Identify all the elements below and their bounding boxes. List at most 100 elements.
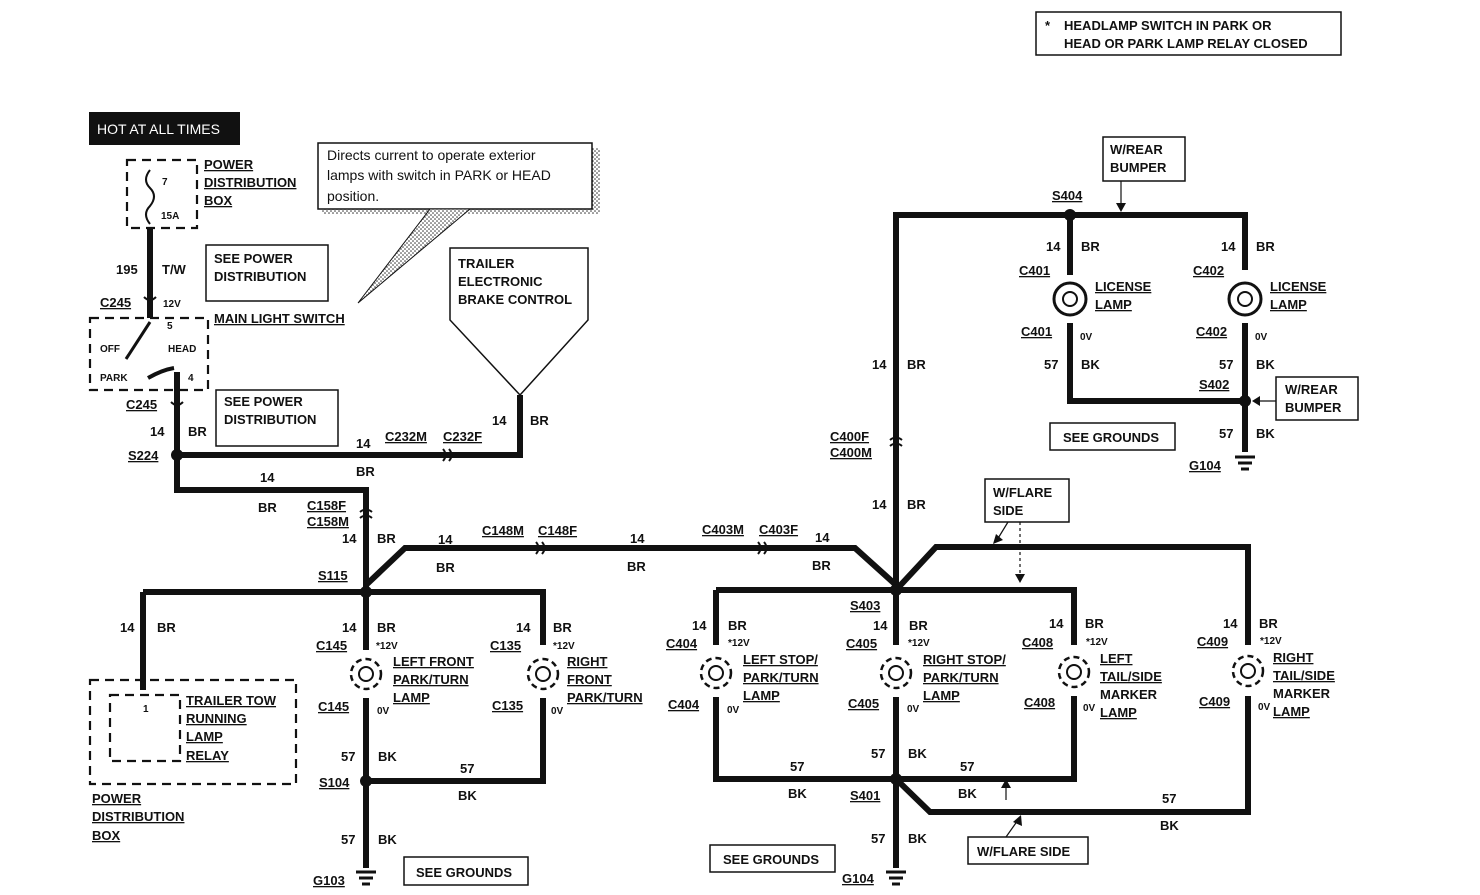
svg-text:W/FLARE SIDE: W/FLARE SIDE xyxy=(977,844,1070,859)
see-power-distribution-box-1: SEE POWER DISTRIBUTION xyxy=(205,244,329,302)
svg-text:C148F: C148F xyxy=(538,523,577,538)
svg-text:C404: C404 xyxy=(666,636,698,651)
svg-text:BK: BK xyxy=(378,832,397,847)
svg-text:14: 14 xyxy=(342,620,357,635)
wire-s104-bus xyxy=(366,698,546,784)
svg-text:C245: C245 xyxy=(100,295,131,310)
wire-s403-bus xyxy=(716,587,1077,645)
svg-text:BK: BK xyxy=(908,746,927,761)
svg-text:C409: C409 xyxy=(1197,634,1228,649)
svg-text:W/REAR: W/REAR xyxy=(1285,382,1338,397)
svg-text:BK: BK xyxy=(378,749,397,764)
wire-flare-ground xyxy=(893,696,1251,815)
svg-text:C403F: C403F xyxy=(759,522,798,537)
svg-text:*12V: *12V xyxy=(728,638,750,649)
svg-text:LAMP: LAMP xyxy=(923,688,960,703)
rear-lamps-group: 14 BR C404 *12V LEFT STOP/ PARK/TURN LAM… xyxy=(666,616,1335,720)
svg-text:T/W: T/W xyxy=(162,262,187,277)
license-lamp-left-label: LICENSE LAMP xyxy=(1095,279,1152,312)
svg-text:S224: S224 xyxy=(128,448,159,463)
svg-text:BK: BK xyxy=(788,786,807,801)
svg-text:TAIL/SIDE: TAIL/SIDE xyxy=(1100,669,1162,684)
svg-text:HOT AT ALL TIMES: HOT AT ALL TIMES xyxy=(97,121,220,137)
svg-text:C401: C401 xyxy=(1019,263,1050,278)
svg-text:57: 57 xyxy=(341,749,355,764)
svg-text:Directs current to operate ext: Directs current to operate exterior xyxy=(327,147,536,163)
svg-text:BOX: BOX xyxy=(204,193,233,208)
svg-text:*: * xyxy=(1045,18,1051,33)
svg-text:BR: BR xyxy=(436,560,455,575)
svg-text:LAMP: LAMP xyxy=(186,729,223,744)
svg-text:BR: BR xyxy=(1085,616,1104,631)
svg-text:FRONT: FRONT xyxy=(567,672,612,687)
svg-text:C402: C402 xyxy=(1193,263,1224,278)
svg-text:0V: 0V xyxy=(1080,332,1093,343)
svg-text:57: 57 xyxy=(460,761,474,776)
svg-text:LAMP: LAMP xyxy=(1095,297,1132,312)
svg-text:15A: 15A xyxy=(161,211,179,222)
svg-text:14: 14 xyxy=(1046,239,1061,254)
svg-text:57: 57 xyxy=(1162,791,1176,806)
svg-text:14: 14 xyxy=(438,532,453,547)
svg-text:BR: BR xyxy=(627,559,646,574)
svg-text:TRAILER: TRAILER xyxy=(458,256,515,271)
svg-text:BK: BK xyxy=(1081,357,1100,372)
svg-text:DISTRIBUTION: DISTRIBUTION xyxy=(204,175,296,190)
svg-text:SEE GROUNDS: SEE GROUNDS xyxy=(416,865,512,880)
svg-text:S115: S115 xyxy=(318,568,348,583)
svg-text:57: 57 xyxy=(871,746,885,761)
svg-text:57: 57 xyxy=(1219,426,1233,441)
svg-text:BR: BR xyxy=(909,618,928,633)
svg-text:BK: BK xyxy=(958,786,977,801)
right-front-lamp-icon xyxy=(526,657,560,691)
left-tail-lamp-icon xyxy=(1057,655,1091,689)
left-front-lamp-icon xyxy=(349,657,383,691)
right-front-lamp-label: RIGHT FRONT PARK/TURN xyxy=(567,654,643,705)
svg-text:C232M: C232M xyxy=(385,429,427,444)
svg-text:G103: G103 xyxy=(313,873,345,888)
svg-text:BOX: BOX xyxy=(92,828,121,843)
svg-text:14: 14 xyxy=(150,424,165,439)
svg-text:RELAY: RELAY xyxy=(186,748,229,763)
ground-g104-bottom-icon xyxy=(886,870,906,886)
svg-text:DISTRIBUTION: DISTRIBUTION xyxy=(92,809,184,824)
svg-text:C401: C401 xyxy=(1021,324,1052,339)
svg-text:C403M: C403M xyxy=(702,522,744,537)
ground-g103-icon xyxy=(356,870,376,886)
svg-text:HEAD OR PARK LAMP RELAY CLOSED: HEAD OR PARK LAMP RELAY CLOSED xyxy=(1064,36,1308,51)
splice-s403 xyxy=(890,584,902,596)
svg-text:S401: S401 xyxy=(850,788,880,803)
svg-text:57: 57 xyxy=(790,759,804,774)
wire-s115-bus xyxy=(143,589,546,645)
svg-text:S403: S403 xyxy=(850,598,880,613)
right-tail-lamp-icon xyxy=(1231,654,1265,688)
fuse-icon xyxy=(145,169,155,225)
svg-text:S404: S404 xyxy=(1052,188,1083,203)
wire-license-left-ground xyxy=(1067,323,1245,404)
svg-text:14: 14 xyxy=(873,618,888,633)
svg-text:LAMP: LAMP xyxy=(1273,704,1310,719)
svg-text:BR: BR xyxy=(907,357,926,372)
svg-text:LICENSE: LICENSE xyxy=(1270,279,1327,294)
svg-text:14: 14 xyxy=(516,620,531,635)
svg-text:BR: BR xyxy=(157,620,176,635)
svg-text:BR: BR xyxy=(728,618,747,633)
svg-text:MARKER: MARKER xyxy=(1273,686,1331,701)
svg-text:PARK: PARK xyxy=(100,373,128,384)
svg-text:TAIL/SIDE: TAIL/SIDE xyxy=(1273,668,1335,683)
svg-text:1: 1 xyxy=(143,704,149,715)
svg-text:0V: 0V xyxy=(727,705,740,716)
svg-text:LAMP: LAMP xyxy=(743,688,780,703)
svg-text:14: 14 xyxy=(692,618,707,633)
svg-text:BUMPER: BUMPER xyxy=(1110,160,1167,175)
svg-text:BR: BR xyxy=(530,413,549,428)
svg-text:*12V: *12V xyxy=(1086,637,1108,648)
svg-text:G104: G104 xyxy=(1189,458,1222,473)
splice-s401 xyxy=(890,773,902,785)
svg-text:57: 57 xyxy=(341,832,355,847)
svg-text:LEFT STOP/: LEFT STOP/ xyxy=(743,652,818,667)
svg-text:57: 57 xyxy=(871,831,885,846)
svg-text:LAMP: LAMP xyxy=(1100,705,1137,720)
see-grounds-box-1: SEE GROUNDS xyxy=(403,856,529,886)
